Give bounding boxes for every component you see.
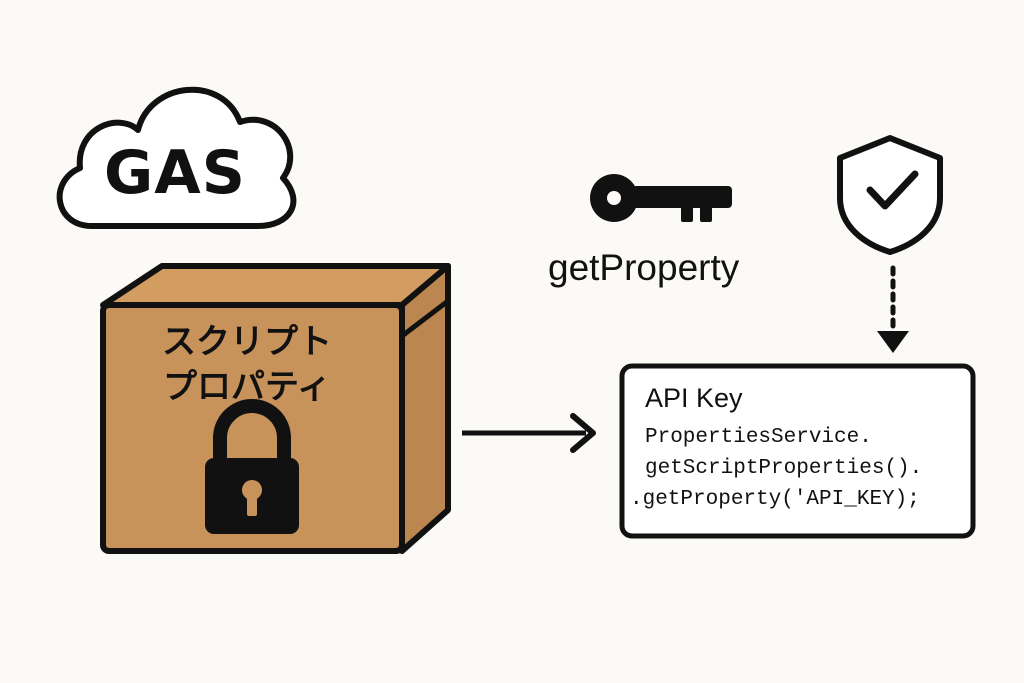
- code-card: [619, 363, 976, 539]
- lock-icon: [205, 399, 299, 534]
- code-line-3: .getProperty('API_KEY);: [630, 488, 920, 511]
- cloud-label: GAS: [104, 138, 246, 208]
- code-line-1: PropertiesService.: [645, 426, 872, 449]
- verify-arrow: [877, 265, 909, 353]
- code-line-2: getScriptProperties().: [645, 457, 923, 480]
- box-label-line-2: プロパティ: [163, 367, 331, 407]
- box-icon: [100, 263, 451, 554]
- box-label-line-1: スクリプト: [162, 322, 332, 362]
- cloud-icon: [56, 86, 297, 229]
- key-icon: [590, 174, 732, 222]
- key-label: getProperty: [548, 247, 740, 288]
- flow-arrow: [462, 413, 596, 453]
- card-title: API Key: [645, 383, 743, 413]
- shield-check-icon: [837, 135, 943, 255]
